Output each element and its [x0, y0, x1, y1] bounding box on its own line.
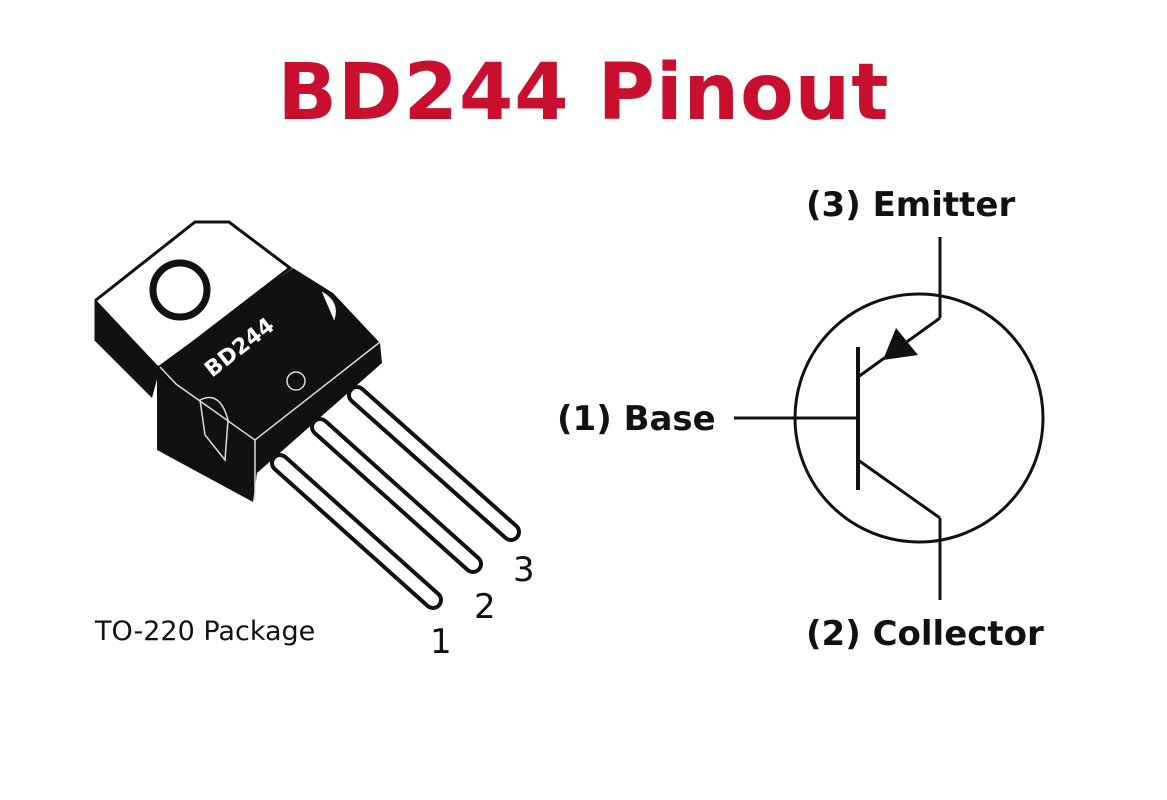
pin-number-3: 3: [513, 550, 535, 590]
heatsink-tab: [94, 220, 293, 398]
collector-diagonal: [857, 458, 941, 520]
pnp-transistor-symbol: [734, 237, 1045, 600]
pin-number-1: 1: [430, 622, 452, 662]
to220-package-illustration: BD244 TO-220 Package 1 2 3: [94, 220, 535, 662]
base-label: (1) Base: [557, 399, 716, 439]
page-title: BD244 Pinout: [277, 48, 890, 138]
mounting-hole: [149, 259, 211, 321]
emitter-arrow: [883, 328, 918, 360]
pin-leads: [270, 385, 521, 610]
collector-label: (2) Collector: [806, 614, 1044, 654]
pin-number-2: 2: [474, 587, 496, 627]
package-label: TO-220 Package: [94, 616, 315, 647]
emitter-label: (3) Emitter: [806, 185, 1015, 225]
package-body: BD244: [157, 268, 382, 502]
